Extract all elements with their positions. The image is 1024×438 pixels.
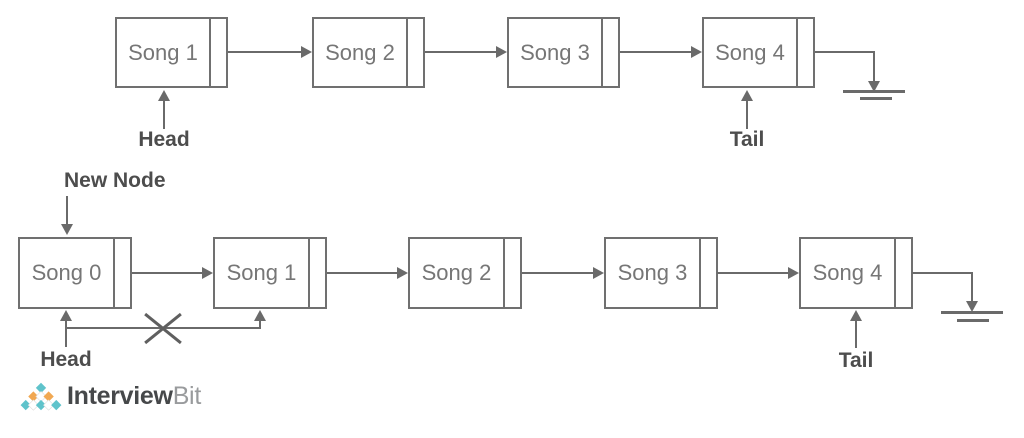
node-pointer-cell: [894, 239, 911, 307]
node-pointer-cell: [699, 239, 716, 307]
logo-diamond: [35, 382, 47, 394]
new-node-label: New Node: [64, 169, 166, 192]
node-pointer-cell: [796, 19, 813, 86]
bottom-node-song-1: Song 1: [213, 237, 327, 309]
logo-diamond: [43, 391, 54, 402]
node-label: Song 1: [226, 260, 297, 285]
top-node-song-1: Song 1: [115, 17, 228, 88]
bottom-node-song-2: Song 2: [408, 237, 522, 309]
interviewbit-logo: InterviewBit: [20, 381, 201, 412]
bottom-node-song-0: Song 0: [18, 237, 132, 309]
top-node-song-4: Song 4: [702, 17, 815, 88]
node-pointer-cell: [406, 19, 423, 86]
head-label: Head: [40, 348, 92, 371]
tail-label: Tail: [729, 128, 765, 151]
bottom-node-song-3: Song 3: [604, 237, 718, 309]
node-pointer-cell: [601, 19, 618, 86]
node-label: Song 4: [812, 260, 883, 285]
node-label: Song 4: [715, 39, 785, 65]
node-label: Song 2: [325, 39, 395, 65]
node-label: Song 0: [31, 260, 102, 285]
logo-diamond: [35, 399, 47, 411]
node-label: Song 3: [520, 39, 590, 65]
bottom-node-song-4: Song 4: [799, 237, 913, 309]
node-label: Song 3: [617, 260, 688, 285]
logo-diamond: [43, 399, 55, 411]
logo-diamond: [28, 391, 39, 402]
tail-label: Tail: [838, 349, 874, 372]
logo-wordmark: InterviewBit: [67, 382, 201, 411]
top-node-song-3: Song 3: [507, 17, 620, 88]
logo-diamond: [51, 399, 62, 411]
node-pointer-cell: [209, 19, 226, 86]
node-pointer-cell: [308, 239, 325, 307]
logo-wordmark-primary: Interview: [67, 382, 173, 410]
logo-wordmark-secondary: Bit: [172, 382, 202, 410]
node-label: Song 1: [128, 39, 198, 65]
node-pointer-cell: [113, 239, 130, 307]
logo-diamond: [20, 399, 31, 411]
head-label: Head: [138, 128, 190, 151]
top-node-song-2: Song 2: [312, 17, 425, 88]
logo-diamond: [27, 399, 39, 411]
node-label: Song 2: [421, 260, 492, 285]
logo-pyramid-icon: [20, 382, 62, 411]
node-pointer-cell: [503, 239, 520, 307]
